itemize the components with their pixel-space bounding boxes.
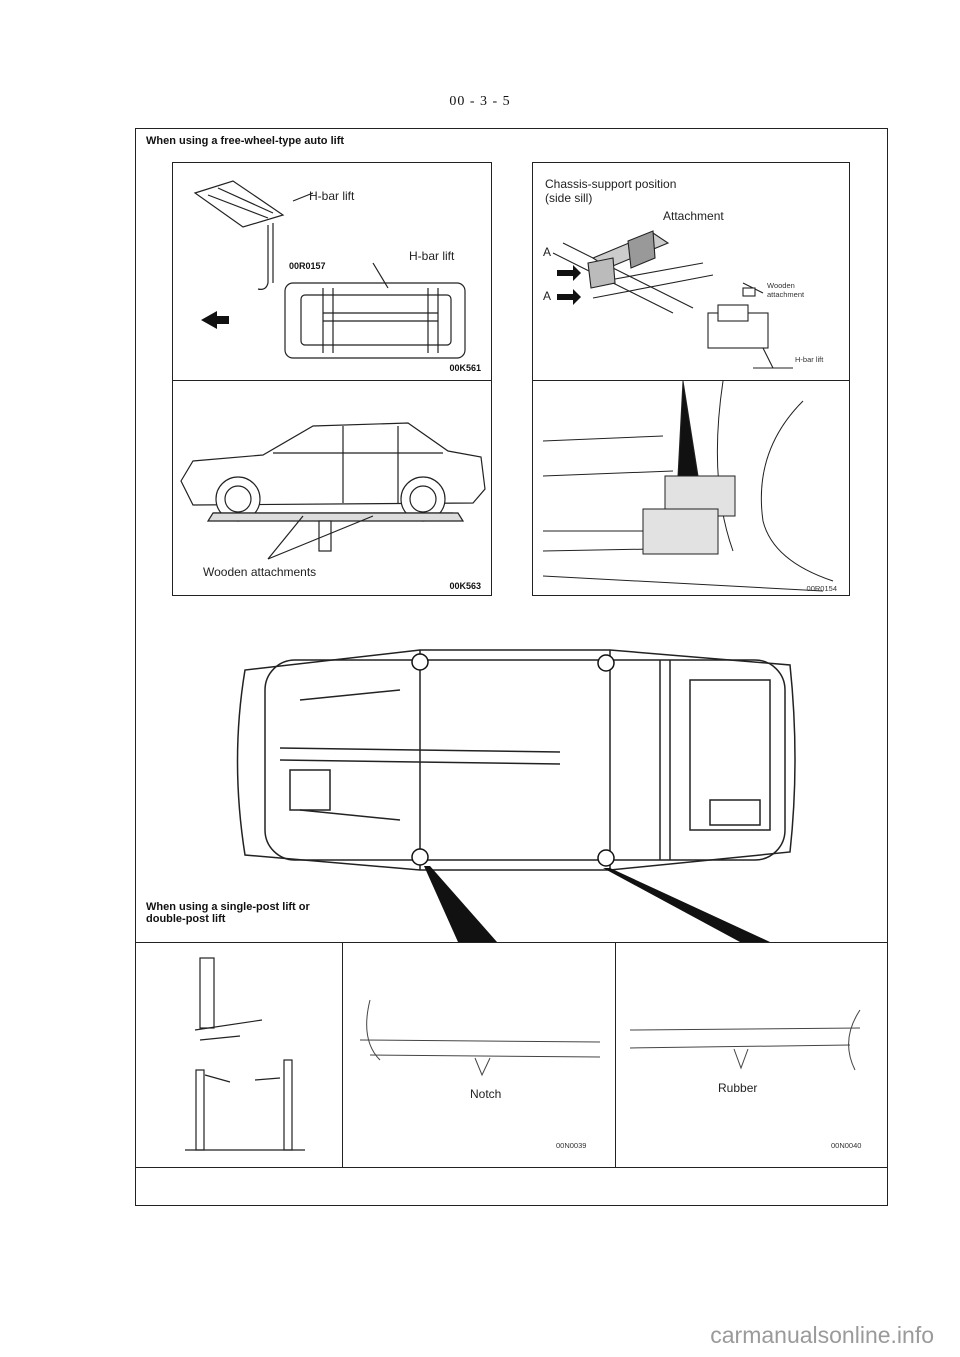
row-divider-top [135, 942, 888, 943]
figure-code: 00N0040 [831, 1141, 862, 1150]
wooden-label: Wooden [767, 281, 795, 290]
diagram-frame [135, 128, 888, 1206]
panel-closeup: 00R0154 [532, 380, 850, 596]
chassis-title: Chassis-support position [545, 177, 677, 191]
panel-car-side: Wooden attachments 00K563 [172, 380, 492, 596]
notch-label: Notch [470, 1087, 502, 1101]
figure-code: 00K563 [449, 581, 481, 591]
section-heading-post-lift-line2: double-post lift [146, 913, 226, 925]
hbar-lift-label-top: H-bar lift [309, 189, 355, 203]
attachment-label: Attachment [663, 209, 724, 223]
chassis-support-illustration [552, 230, 793, 369]
panel-chassis-support: Chassis-support position (side sill) Att… [532, 162, 850, 382]
panel-hbar-lift: H-bar lift 00R0157 H-bar lift 00K561 [172, 162, 492, 382]
column-divider-2 [615, 942, 616, 1167]
car-side-illustration [180, 422, 486, 560]
attachment-small-label: attachment [767, 290, 805, 299]
hbar-lift-label-right: H-bar lift [409, 249, 455, 263]
row-divider-bottom [135, 1167, 888, 1168]
figure-code: 00N0039 [556, 1141, 587, 1150]
section-heading-free-wheel: When using a free-wheel-type auto lift [146, 135, 345, 147]
rubber-label: Rubber [718, 1081, 758, 1095]
figure-code-inner: 00R0157 [289, 261, 326, 271]
column-divider-1 [342, 942, 343, 1167]
car-caption: Wooden attachments [203, 565, 317, 579]
watermark: carmanualsonline.info [710, 1322, 934, 1348]
figure-code: 00K561 [449, 363, 481, 373]
section-a-label-bottom: A [543, 289, 552, 303]
closeup-illustration [542, 381, 834, 592]
section-heading-post-lift-line1: When using a single-post lift or [146, 901, 310, 913]
chassis-subtitle: (side sill) [545, 191, 593, 205]
figure-code: 00R0154 [806, 584, 837, 593]
section-a-label-top: A [543, 245, 552, 259]
hbar-small-label: H-bar lift [795, 355, 824, 364]
hbar-lift-illustration [193, 180, 466, 359]
page-number: 00 - 3 - 5 [449, 94, 511, 109]
